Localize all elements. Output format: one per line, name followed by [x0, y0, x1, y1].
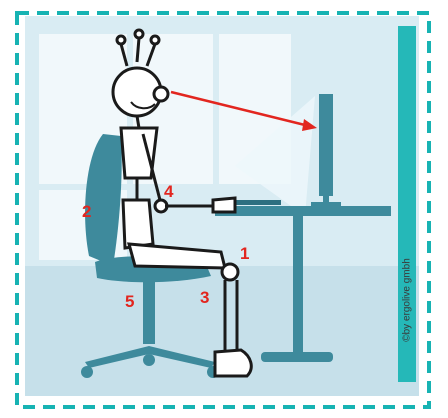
desk-top [215, 206, 391, 216]
copyright-credit: ©by ergolive gmbh [402, 258, 413, 342]
label-elbow: 4 [164, 182, 173, 202]
label-seat-height: 5 [125, 292, 134, 312]
monitor [319, 94, 333, 196]
desk-foot [261, 352, 333, 362]
desk-leg [293, 216, 303, 356]
keyboard [233, 200, 281, 205]
chair-column [143, 280, 155, 344]
label-seat-depth: 3 [200, 288, 209, 308]
label-knee-angle: 1 [240, 244, 249, 264]
label-backrest: 2 [82, 202, 91, 222]
